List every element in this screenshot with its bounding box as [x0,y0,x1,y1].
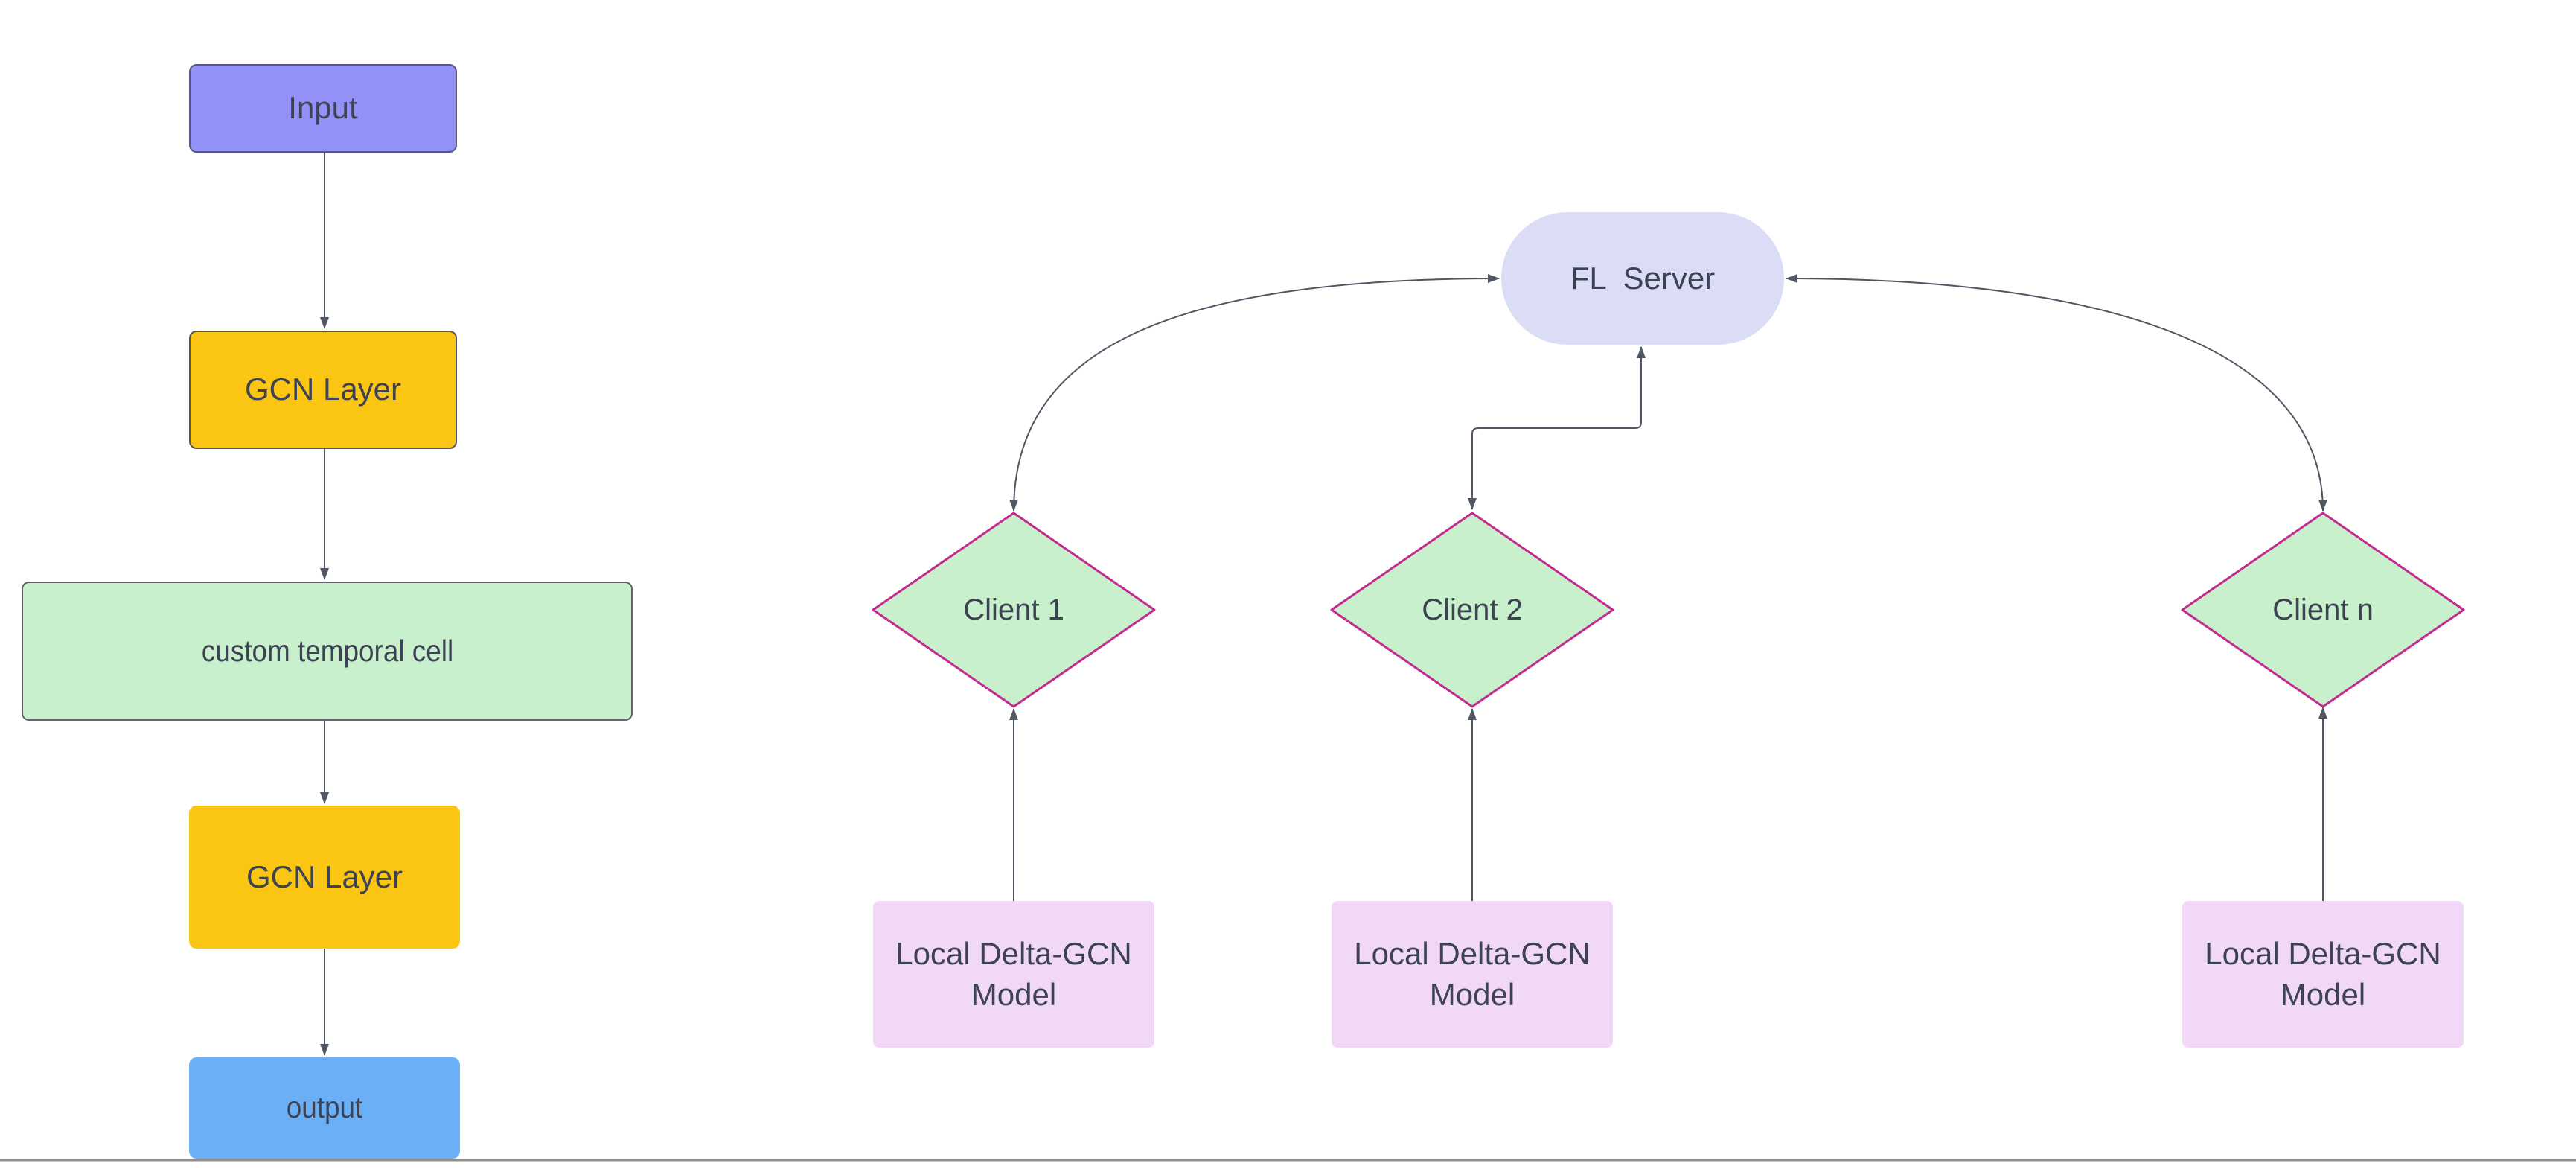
client-2-label: Client 2 [1361,586,1584,634]
node-gcn-layer-2-label: GCN Layer [246,859,403,894]
node-input[interactable]: Input [189,64,457,153]
node-local-model-2[interactable]: Local Delta-GCN Model [1332,901,1613,1048]
client-1-label-text: Client 1 [963,593,1064,626]
client-n-diamond[interactable] [2181,512,2465,708]
node-gcn-layer-1[interactable]: GCN Layer [189,331,457,449]
node-gcn-layer-2[interactable]: GCN Layer [189,806,460,949]
node-input-label: Input [288,90,358,126]
node-local-model-1[interactable]: Local Delta-GCN Model [873,901,1154,1048]
client-n-label: Client n [2211,586,2435,634]
client-2-diamond[interactable] [1330,512,1614,708]
client-n-label-text: Client n [2272,593,2374,626]
edge-server-client2 [1468,346,1646,510]
edge-server-clientn [1786,274,2327,512]
node-custom-temporal-cell[interactable]: custom temporal cell [22,582,633,721]
client-1-label: Client 1 [902,586,1125,634]
client-2-label-text: Client 2 [1422,593,1523,626]
node-local-model-1-label: Local Delta-GCN Model [895,935,1132,1012]
node-gcn-layer-1-label: GCN Layer [244,372,402,407]
node-custom-temporal-cell-label: custom temporal cell [201,633,453,668]
edge-server-client1 [1009,274,1500,512]
client-1-diamond[interactable] [872,512,1156,708]
node-fl-server-label: FL Server [1570,260,1716,296]
node-output-label: output [286,1090,363,1125]
node-local-model-n[interactable]: Local Delta-GCN Model [2182,901,2464,1048]
node-fl-server[interactable]: FL Server [1501,212,1784,345]
node-local-model-2-label: Local Delta-GCN Model [1354,935,1591,1012]
node-output[interactable]: output [189,1057,460,1159]
node-local-model-n-label: Local Delta-GCN Model [2205,935,2441,1012]
